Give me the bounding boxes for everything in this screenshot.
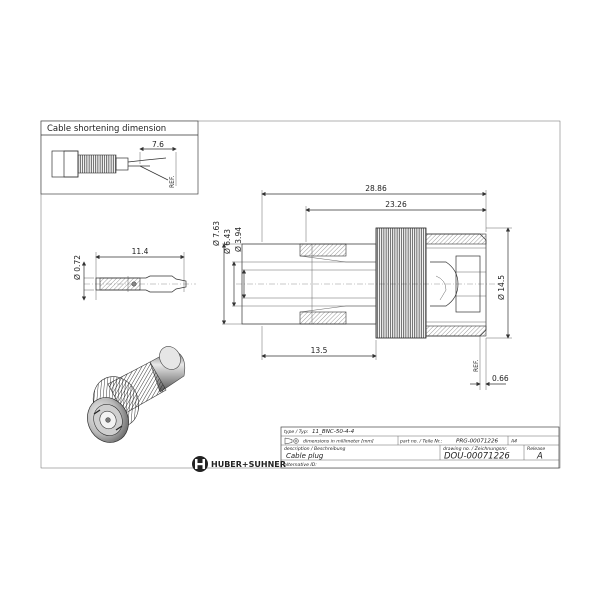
tb-release-label: Release (527, 446, 545, 452)
inset-cable-shortening: Cable shortening dimension 7.6 REF. (40, 120, 199, 195)
inset-title: Cable shortening dimension (47, 124, 166, 134)
company-logo: HUBER+SUHNER (192, 456, 286, 472)
dim-overall-length: 28.86 (365, 184, 387, 193)
dim-offset: 0.66 (492, 374, 509, 383)
inset-braid (77, 154, 117, 174)
dim-inner-length: 23.26 (385, 200, 407, 209)
plug-3d-view (87, 346, 186, 443)
dim-dia-mid: Ø 6.43 (223, 229, 232, 254)
inset-box (40, 120, 199, 195)
tb-units: dimensions in millimeter [mm] (303, 439, 374, 445)
tb-release-value: A (536, 452, 543, 462)
tb-drawing-value: DOU-00071226 (444, 452, 510, 462)
tb-part-label: part no. / Teile Nr.: (399, 439, 443, 445)
tb-drawing-label: drawing no. / Zeichnungsnr. (443, 446, 507, 452)
tb-part-value: PRG-00071226 (456, 439, 499, 445)
tb-desc-label: description / Beschreibung (284, 446, 346, 452)
pin-length: 11.4 (132, 247, 149, 256)
inset-ref-label: REF. (169, 176, 176, 188)
inset-dim-value: 7.6 (152, 140, 164, 149)
dim-dia-head: Ø 14.5 (497, 275, 506, 300)
tb-desc-value: Cable plug (286, 452, 324, 460)
plug-section-view: 28.86 23.26 13.5 Ø 7.63 Ø 6.43 Ø 3.94 Ø … (212, 184, 512, 390)
dim-dia-outer: Ø 7.63 (212, 221, 221, 246)
bayonet-nut-knurl (375, 227, 427, 339)
dim-crimp-length: 13.5 (311, 346, 328, 355)
company-name: HUBER+SUHNER (211, 460, 286, 469)
pin-diameter: Ø 0.72 (73, 255, 82, 280)
tb-format: A4 (510, 439, 517, 445)
tb-type-value: 11_BNC-50-4-4 (312, 429, 355, 435)
contact-pin: 11.4 Ø 0.72 (73, 247, 196, 301)
tb-alt-label: alternative ID: (284, 462, 317, 468)
body-ref-label: REF. (473, 360, 480, 372)
title-block: type / Typ: 11_BNC-50-4-4 dimensions in … (280, 426, 560, 469)
projection-symbol-icon (284, 437, 299, 445)
dim-dia-inner: Ø 3.94 (234, 227, 243, 252)
tb-type-label: type / Typ: (284, 429, 309, 435)
